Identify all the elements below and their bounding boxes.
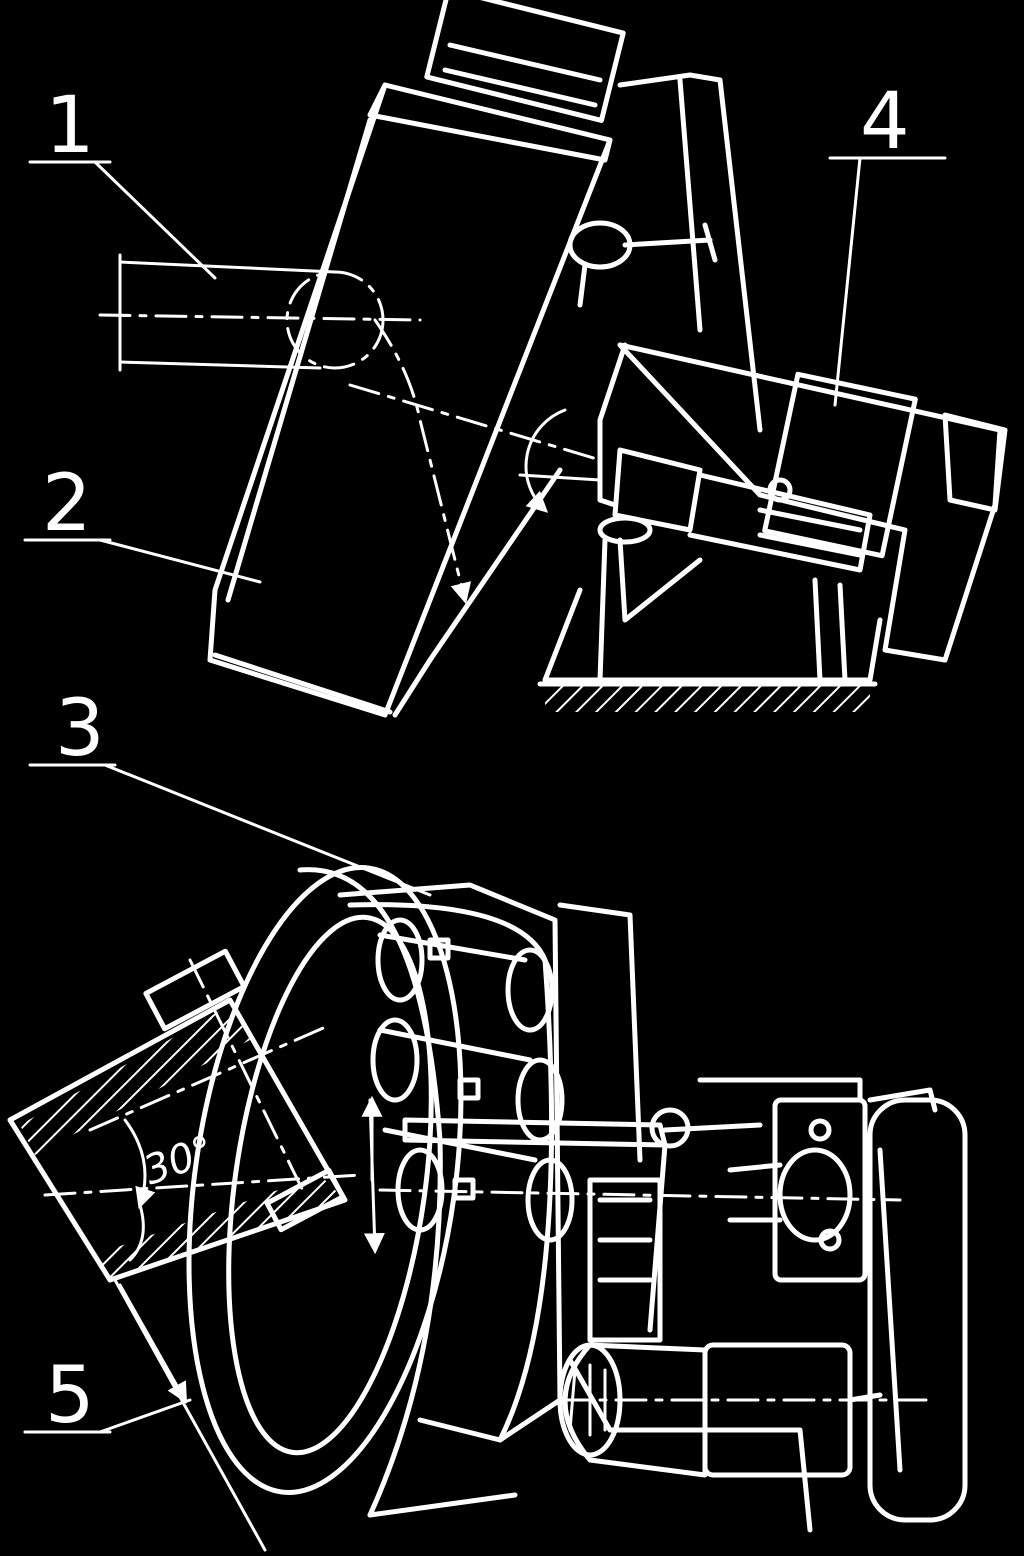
callout-2: 2 [42,459,92,549]
callout-3: 3 [55,684,105,774]
bearing-block [697,1077,868,1283]
bottom-view: 30° [7,763,968,1552]
drive-unit [597,342,1008,663]
callout-labels: 1 2 3 4 5 [42,77,910,1441]
leaders-bottom [23,763,432,1434]
feed-chute: 30° [7,948,362,1552]
top-view [23,0,1008,718]
base-stand [537,537,883,712]
inclined-pan [207,82,613,718]
callout-5: 5 [45,1351,95,1441]
frame-and-shaft [378,902,902,1533]
tilt-handle [567,220,718,308]
callout-1: 1 [45,81,95,171]
leaders-top [23,156,947,584]
material-path [98,253,602,605]
belt-pulley [867,1087,968,1523]
callout-4: 4 [860,77,910,167]
top-clamp [424,0,763,433]
motor [557,1342,932,1478]
angle-label: 30° [138,1127,220,1194]
